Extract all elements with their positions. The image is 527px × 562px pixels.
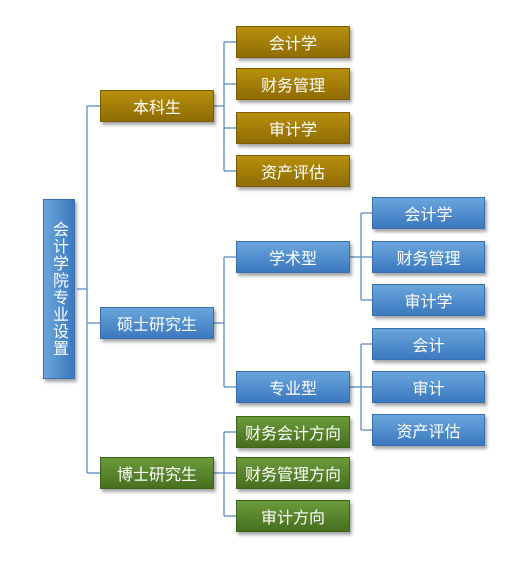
node-doctoral-child-label: 审计方向: [260, 508, 325, 527]
node-academic-child-label: 审计学: [404, 292, 453, 311]
node-academic-child-label: 财务管理: [396, 249, 461, 268]
node-doctoral-child-label: 财务会计方向: [244, 424, 341, 443]
node-academic-child: 会计学: [372, 197, 485, 229]
node-undergrad-child-label: 资产评估: [260, 163, 325, 182]
node-academic: 学术型: [236, 241, 350, 273]
node-professional-child: 会计: [372, 328, 485, 360]
node-doctoral-child-label: 财务管理方向: [244, 465, 341, 484]
node-undergrad-child: 审计学: [236, 112, 350, 144]
node-undergrad-child: 资产评估: [236, 155, 350, 187]
root-label: 会计学院专业设置: [50, 221, 69, 357]
node-doctoral-label: 博士研究生: [116, 465, 197, 484]
node-doctoral: 博士研究生: [100, 457, 214, 489]
node-master-label: 硕士研究生: [116, 315, 197, 334]
node-academic-child: 财务管理: [372, 241, 485, 273]
node-professional-child-label: 会计: [412, 336, 445, 355]
node-doctoral-child: 审计方向: [236, 500, 350, 532]
node-doctoral-child: 财务会计方向: [236, 416, 350, 448]
node-academic-child-label: 会计学: [404, 205, 453, 224]
node-professional: 专业型: [236, 371, 350, 403]
node-master: 硕士研究生: [100, 307, 214, 339]
node-doctoral-child: 财务管理方向: [236, 457, 350, 489]
node-academic-label: 学术型: [268, 249, 317, 268]
node-academic-child: 审计学: [372, 284, 485, 316]
node-undergrad-child-label: 财务管理: [260, 76, 325, 95]
root-node: 会计学院专业设置: [43, 199, 75, 379]
node-undergrad-child: 会计学: [236, 26, 350, 58]
node-professional-child-label: 审计: [412, 379, 445, 398]
node-undergrad: 本科生: [100, 90, 214, 122]
node-professional-child: 审计: [372, 371, 485, 403]
node-undergrad-label: 本科生: [132, 98, 181, 117]
node-professional-child-label: 资产评估: [396, 422, 461, 441]
node-professional-label: 专业型: [268, 379, 317, 398]
node-undergrad-child-label: 会计学: [268, 34, 317, 53]
node-undergrad-child-label: 审计学: [268, 120, 317, 139]
node-professional-child: 资产评估: [372, 414, 485, 446]
node-undergrad-child: 财务管理: [236, 68, 350, 100]
